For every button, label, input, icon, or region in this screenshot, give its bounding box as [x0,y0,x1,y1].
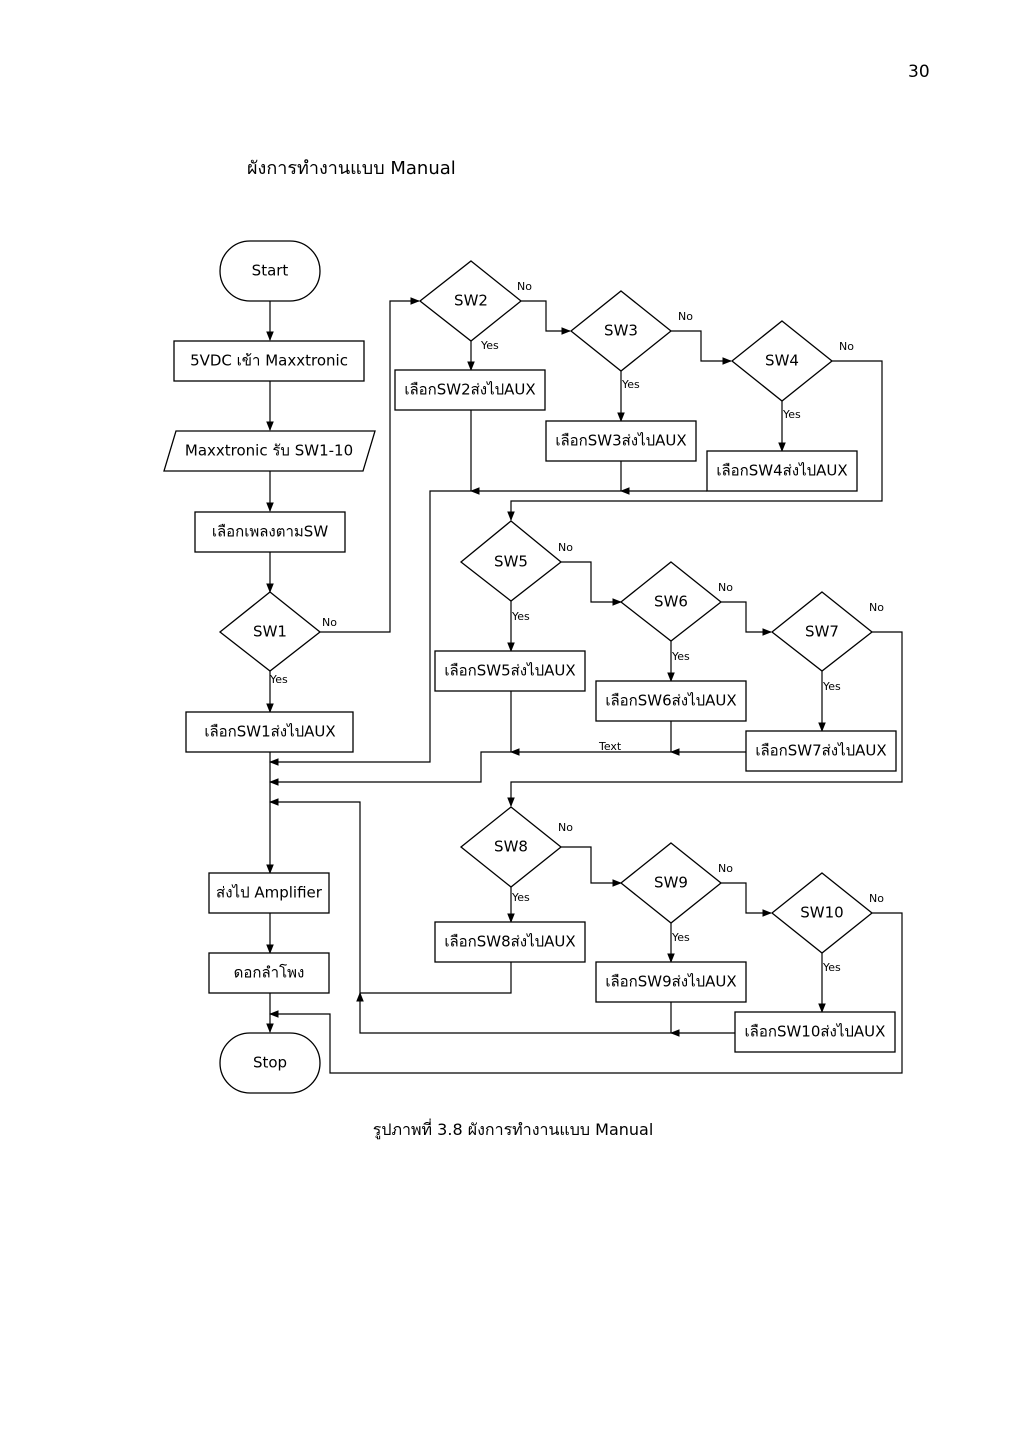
sw6-label: SW6 [654,593,688,611]
sel1-label: เลือกSW1ส่งไปAUX [204,723,335,741]
sw2-label: SW2 [454,292,488,310]
sel1-process [185,711,354,753]
sel5-process [434,650,586,692]
sw5-yes-label: Yes [511,610,530,623]
sw5-no-label: No [558,541,573,554]
sw4-decision [730,320,834,402]
edge-sw1-no [320,297,420,633]
sw8-no-label: No [558,821,573,834]
sw5-decision [459,520,563,602]
nodes [163,240,897,1094]
sw2-yes-label: Yes [480,339,499,352]
sw4-yes-label: Yes [782,408,801,421]
sw4-no-label: No [839,340,854,353]
input-parallelogram [163,430,376,472]
start-terminal [219,240,321,302]
edge-sw7-no [507,631,903,807]
sel2-label: เลือกSW2ส่งไปAUX [404,381,535,399]
sw1-decision [218,591,322,672]
sel3-process [545,420,697,462]
select-song-process [194,511,346,553]
sel8-label: เลือกSW8ส่งไปAUX [444,933,575,951]
sel4-process [706,450,858,492]
row2-text-label: Text [598,740,622,753]
sw3-no-label: No [678,310,693,323]
edge-sw8-no [561,846,622,887]
sel4-label: เลือกSW4ส่งไปAUX [716,462,847,480]
edge-sw10-no [269,912,903,1074]
power-process [173,340,365,382]
edge-sw2-no [521,300,571,335]
sel6-label: เลือกSW6ส่งไปAUX [605,692,736,710]
stop-label: Stop [253,1054,287,1072]
edge-labels: No Yes No Yes No Yes No Yes No Yes No Ye… [269,280,884,974]
sw8-yes-label: Yes [511,891,530,904]
sel7-label: เลือกSW7ส่งไปAUX [755,742,886,760]
edge-row2-return [269,751,511,786]
sel2-process [394,369,546,411]
edge-sw3-no [671,330,732,365]
sel5-label: เลือกSW5ส่งไปAUX [444,662,575,680]
sw9-yes-label: Yes [671,931,690,944]
sel3-label: เลือกSW3ส่งไปAUX [555,432,686,450]
sel6-process [595,680,747,722]
start-label: Start [252,262,289,280]
sw10-no-label: No [869,892,884,905]
edges [266,297,903,1074]
sw7-label: SW7 [805,623,839,641]
sel8-process [434,921,586,963]
sw9-decision [619,842,723,924]
sel7-process [745,730,897,772]
edge-sw5-no [561,561,622,606]
sw7-decision [770,591,874,672]
sw8-decision [459,806,563,888]
sw2-decision [418,260,523,342]
amp-label: ส่งไป Amplifier [216,884,323,902]
sw4-label: SW4 [765,352,799,370]
input-label: Maxxtronic รับ SW1-10 [185,442,353,460]
sw1-label: SW1 [253,623,287,641]
sw8-label: SW8 [494,838,528,856]
edge-sw4-no [507,360,883,521]
stop-terminal [219,1032,321,1094]
sw9-no-label: No [718,862,733,875]
sw6-decision [619,561,723,642]
sw1-no-label: No [322,616,337,629]
speaker-process [208,952,330,994]
sel9-process [595,961,747,1003]
sw7-yes-label: Yes [822,680,841,693]
sel10-process [734,1011,896,1053]
node-labels: Start 5VDC เข้า Maxxtronic Maxxtronic รั… [185,262,887,1072]
sw10-decision [770,872,874,954]
sw6-no-label: No [718,581,733,594]
sw7-no-label: No [869,601,884,614]
edge-sel9-merge [269,798,672,1034]
select-song-label: เลือกเพลงตามSW [212,523,329,541]
sw9-label: SW9 [654,874,688,892]
sel10-label: เลือกSW10ส่งไปAUX [745,1023,886,1041]
page-number: 30 [908,62,930,82]
edge-sel8-merge [360,962,512,994]
edge-sw6-no [721,601,772,636]
amp-process [208,872,330,914]
section-heading: ผังการทำงานแบบ Manual [247,158,456,179]
sw3-yes-label: Yes [621,378,640,391]
power-label: 5VDC เข้า Maxxtronic [190,352,348,370]
speaker-label: ดอกลำโพง [234,964,305,982]
sw5-label: SW5 [494,553,528,571]
sw10-label: SW10 [800,904,843,922]
sw1-yes-label: Yes [269,673,288,686]
sel9-label: เลือกSW9ส่งไปAUX [605,973,736,991]
edge-row1-return [269,490,471,766]
sw3-decision [569,290,673,372]
sw3-label: SW3 [604,322,638,340]
sw6-yes-label: Yes [671,650,690,663]
sw10-yes-label: Yes [822,961,841,974]
figure-caption: รูปภาพที่ 3.8 ผังการทำงานแบบ Manual [372,1120,654,1139]
edge-sw9-no [721,882,772,917]
sw2-no-label: No [517,280,532,293]
